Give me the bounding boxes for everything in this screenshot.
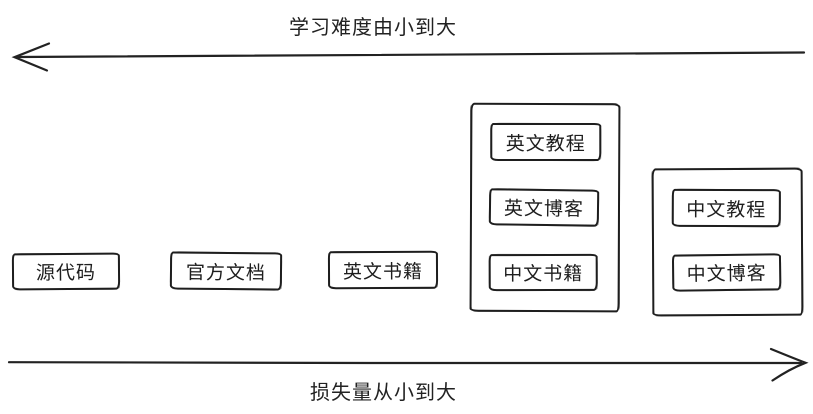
- node-english-books-label: 英文书籍: [342, 261, 424, 283]
- node-official-docs: 官方文档: [169, 251, 283, 291]
- group-box-2: 中文教程 中文博客: [651, 167, 804, 317]
- node-source-code-label: 源代码: [35, 262, 97, 285]
- node-chinese-book: 中文书籍: [488, 253, 598, 292]
- node-chinese-blog-label: 中文博客: [686, 263, 767, 286]
- node-english-blog: 英文博客: [488, 188, 600, 227]
- node-english-blog-label: 英文博客: [503, 198, 585, 221]
- loss-axis-label: 损失量从小到大: [310, 382, 457, 404]
- node-chinese-book-label: 中文书籍: [503, 263, 584, 286]
- node-chinese-tutorial-label: 中文教程: [686, 199, 767, 221]
- node-english-books: 英文书籍: [327, 250, 439, 290]
- node-chinese-blog: 中文博客: [671, 253, 782, 292]
- group-box-1: 英文教程 英文博客 中文书籍: [469, 102, 621, 313]
- node-english-tutorial-label: 英文教程: [505, 133, 586, 155]
- node-chinese-tutorial: 中文教程: [671, 188, 781, 228]
- node-source-code: 源代码: [11, 252, 121, 291]
- difficulty-axis-label: 学习难度由小到大: [289, 17, 457, 39]
- node-official-docs-label: 官方文档: [185, 262, 267, 284]
- loss-axis-arrow-right: [7, 347, 809, 382]
- node-english-tutorial: 英文教程: [490, 122, 602, 162]
- difficulty-axis-arrow-left: [11, 42, 806, 72]
